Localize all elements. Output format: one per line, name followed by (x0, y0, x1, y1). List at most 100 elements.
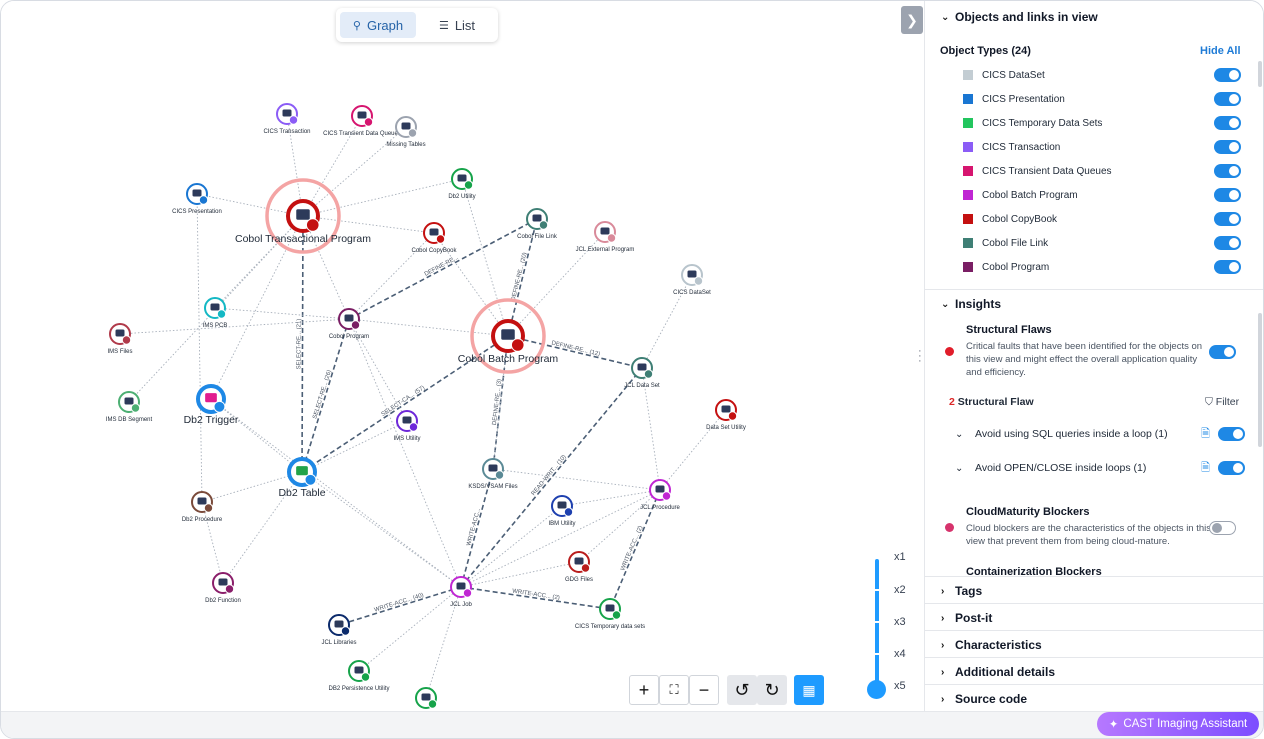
graph-edge[interactable] (338, 586, 462, 626)
object-type-row[interactable]: Cobol File Link (963, 234, 1241, 252)
graph-edge[interactable] (641, 367, 661, 491)
graph-node-cobol-tp[interactable]: Cobol Transactional Program (235, 178, 371, 254)
graph-edge[interactable] (196, 193, 203, 503)
zoom-out-button[interactable]: − (689, 675, 719, 705)
graph-node-cobol-p[interactable]: Cobol Program (329, 308, 369, 340)
hide-all-link[interactable]: Hide All (1200, 45, 1241, 57)
graph-edge[interactable] (214, 307, 350, 320)
graph-edge[interactable] (348, 218, 538, 320)
graph-edge[interactable] (210, 398, 303, 473)
graph-edge[interactable] (301, 215, 304, 473)
graph-node-jcl-job[interactable]: JCL Job (450, 576, 473, 608)
graph-node-dsu[interactable]: Data Set Utility (706, 399, 746, 431)
assistant-button[interactable]: ✦ CAST Imaging Assistant (1097, 712, 1259, 736)
graph-node-db2-func[interactable]: Db2 Function (205, 572, 241, 604)
objects-section-header[interactable]: ⌄ Objects and links in view (941, 10, 1098, 24)
graph-node-cics-tdq[interactable]: CICS Transient Data Queues (323, 105, 401, 137)
graph-edge[interactable] (507, 335, 643, 369)
graph-edge[interactable] (460, 468, 494, 588)
graph-edge[interactable] (659, 409, 727, 491)
graph-node-db2-pu[interactable]: DB2 Persistence Utility (328, 660, 390, 692)
level-label[interactable]: x1 (894, 551, 906, 563)
filter-button[interactable]: ⛉ Filter (1205, 396, 1240, 408)
document-icon[interactable]: 🗎 (1201, 427, 1210, 440)
graph-edge[interactable] (507, 218, 538, 337)
graph-node-db2u[interactable]: Db2 Utility (448, 168, 476, 200)
type-visibility-toggle[interactable] (1214, 260, 1241, 274)
flaw-toggle[interactable] (1218, 461, 1245, 475)
graph-node-db2-proc[interactable]: Db2 Procedure (182, 491, 223, 523)
cloud-blockers-toggle[interactable] (1209, 521, 1236, 535)
object-type-row[interactable]: Cobol CopyBook (963, 210, 1241, 228)
graph-edge[interactable] (301, 420, 408, 473)
graph-edge[interactable] (460, 586, 611, 610)
graph-node-missing[interactable]: Missing Tables (386, 116, 426, 148)
section-header-characteristics[interactable]: › Characteristics (941, 638, 1042, 652)
level-label[interactable]: x2 (894, 584, 906, 596)
graph-node-cobol-bp[interactable]: Cobol Batch Program (458, 298, 559, 374)
graph-node-bottom[interactable] (415, 687, 438, 709)
graph-edge[interactable] (301, 335, 509, 473)
section-header-additional-details[interactable]: › Additional details (941, 665, 1056, 679)
level-label[interactable]: x5 (894, 680, 906, 692)
structural-flaws-toggle[interactable] (1209, 345, 1236, 359)
graph-edge[interactable] (460, 505, 563, 588)
flaw-item[interactable]: ⌄ Avoid OPEN/CLOSE inside loops (1) 🗎 (955, 460, 1245, 476)
graph-edge[interactable] (214, 215, 304, 309)
type-visibility-toggle[interactable] (1214, 116, 1241, 130)
graph-canvas[interactable]: SELECT-RE... (21)SELECT-RE... (26)DEFINE… (1, 1, 923, 711)
graph-edge[interactable] (302, 126, 407, 217)
zoom-in-button[interactable]: + (629, 675, 659, 705)
graph-node-ims-u[interactable]: IMS Utility (394, 410, 421, 442)
type-visibility-toggle[interactable] (1214, 140, 1241, 154)
object-type-row[interactable]: CICS Transient Data Queues (963, 162, 1241, 180)
graph-node-cics-pres[interactable]: CICS Presentation (172, 183, 222, 215)
graph-node-ksds[interactable]: KSDS/VSAM Files (468, 458, 518, 490)
graph-edge[interactable] (461, 178, 509, 337)
graph-edge[interactable] (609, 489, 661, 610)
fit-view-button[interactable]: ⛶ (659, 675, 689, 705)
section-header-tags[interactable]: › Tags (941, 584, 983, 598)
graph-edge[interactable] (301, 318, 350, 473)
graph-node-cobol-fl[interactable]: Cobol File Link (517, 208, 558, 240)
graph-edge[interactable] (119, 318, 350, 335)
flaw-toggle[interactable] (1218, 427, 1245, 441)
insights-scrollbar[interactable] (1258, 313, 1262, 447)
type-visibility-toggle[interactable] (1214, 236, 1241, 250)
object-type-row[interactable]: CICS Presentation (963, 90, 1241, 108)
graph-node-cics-tmp[interactable]: CICS Temporary data sets (575, 598, 645, 630)
graph-edge[interactable] (460, 561, 580, 588)
object-type-row[interactable]: Cobol Batch Program (963, 186, 1241, 204)
level-label[interactable]: x4 (894, 648, 906, 660)
insights-section-header[interactable]: ⌄ Insights (941, 297, 1002, 311)
redo-button[interactable]: ↻ (757, 675, 787, 705)
graph-node-gdg[interactable]: GDG Files (565, 551, 593, 583)
graph-node-jcl-proc[interactable]: JCL Procedure (640, 479, 681, 511)
undo-button[interactable]: ↺ (727, 675, 757, 705)
graph-edge[interactable] (492, 468, 661, 491)
object-type-row[interactable]: CICS Temporary Data Sets (963, 114, 1241, 132)
graph-edge[interactable] (433, 232, 509, 337)
graph-edge[interactable] (348, 318, 462, 588)
level-slider-knob[interactable] (867, 680, 886, 699)
graph-node-ims-files[interactable]: IMS Files (107, 323, 133, 355)
graph-edge[interactable] (302, 215, 435, 234)
types-scrollbar[interactable] (1258, 61, 1262, 87)
collapse-panel-button[interactable]: ❯ (901, 6, 923, 34)
graph-node-jcl-lib[interactable]: JCL Libraries (321, 614, 357, 646)
type-visibility-toggle[interactable] (1214, 68, 1241, 82)
graph-node-db2-trig[interactable]: Db2 Trigger (184, 384, 239, 426)
graph-node-jcl-ds[interactable]: JCL Data Set (624, 357, 660, 389)
graph-svg[interactable]: SELECT-RE... (21)SELECT-RE... (26)DEFINE… (1, 1, 923, 711)
graph-edge[interactable] (492, 335, 509, 470)
graph-node-cics-ds[interactable]: CICS DataSet (673, 264, 711, 296)
graph-edge[interactable] (348, 318, 509, 337)
level-label[interactable]: x3 (894, 616, 906, 628)
panel-resize-handle[interactable]: ··· (918, 345, 922, 367)
graph-edge[interactable] (210, 398, 462, 588)
section-header-post-it[interactable]: › Post-it (941, 611, 993, 625)
graph-node-cobol-cb[interactable]: Cobol CopyBook (411, 222, 458, 254)
graph-node-db2-table[interactable]: Db2 Table (278, 457, 326, 499)
graph-edge[interactable] (561, 489, 661, 507)
object-type-row[interactable]: Cobol Program (963, 258, 1241, 276)
